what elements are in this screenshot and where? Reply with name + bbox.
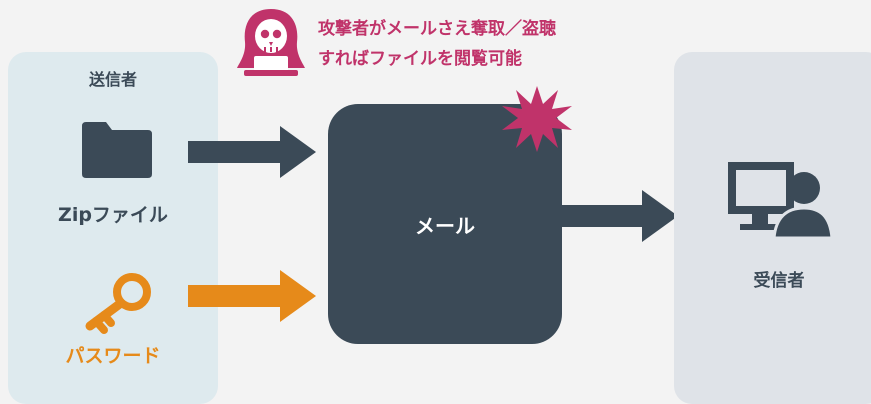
password-label: パスワード bbox=[65, 345, 161, 367]
attacker-warning-line2: すればファイルを閲覧可能 bbox=[318, 49, 522, 69]
attacker-warning-line1: 攻撃者がメールさえ奪取／盗聴 bbox=[318, 19, 556, 39]
mail-label: メール bbox=[415, 214, 475, 238]
zip-file-label: Zipファイル bbox=[58, 204, 168, 226]
burst-icon bbox=[502, 86, 572, 152]
attacker-warning: 攻撃者がメールさえ奪取／盗聴 すればファイルを閲覧可能 bbox=[318, 14, 556, 74]
arrow-mail-to-receiver bbox=[560, 190, 678, 242]
user-computer-icon bbox=[728, 162, 834, 240]
receiver-title: 受信者 bbox=[753, 271, 805, 291]
mail-box bbox=[328, 104, 562, 344]
sender-title: 送信者 bbox=[88, 70, 137, 89]
key-icon bbox=[85, 273, 151, 334]
hacker-icon bbox=[237, 9, 305, 76]
folder-icon bbox=[82, 122, 152, 178]
arrow-zip-to-mail bbox=[188, 126, 316, 178]
sender-panel bbox=[8, 52, 218, 404]
arrow-password-to-mail bbox=[188, 270, 316, 322]
